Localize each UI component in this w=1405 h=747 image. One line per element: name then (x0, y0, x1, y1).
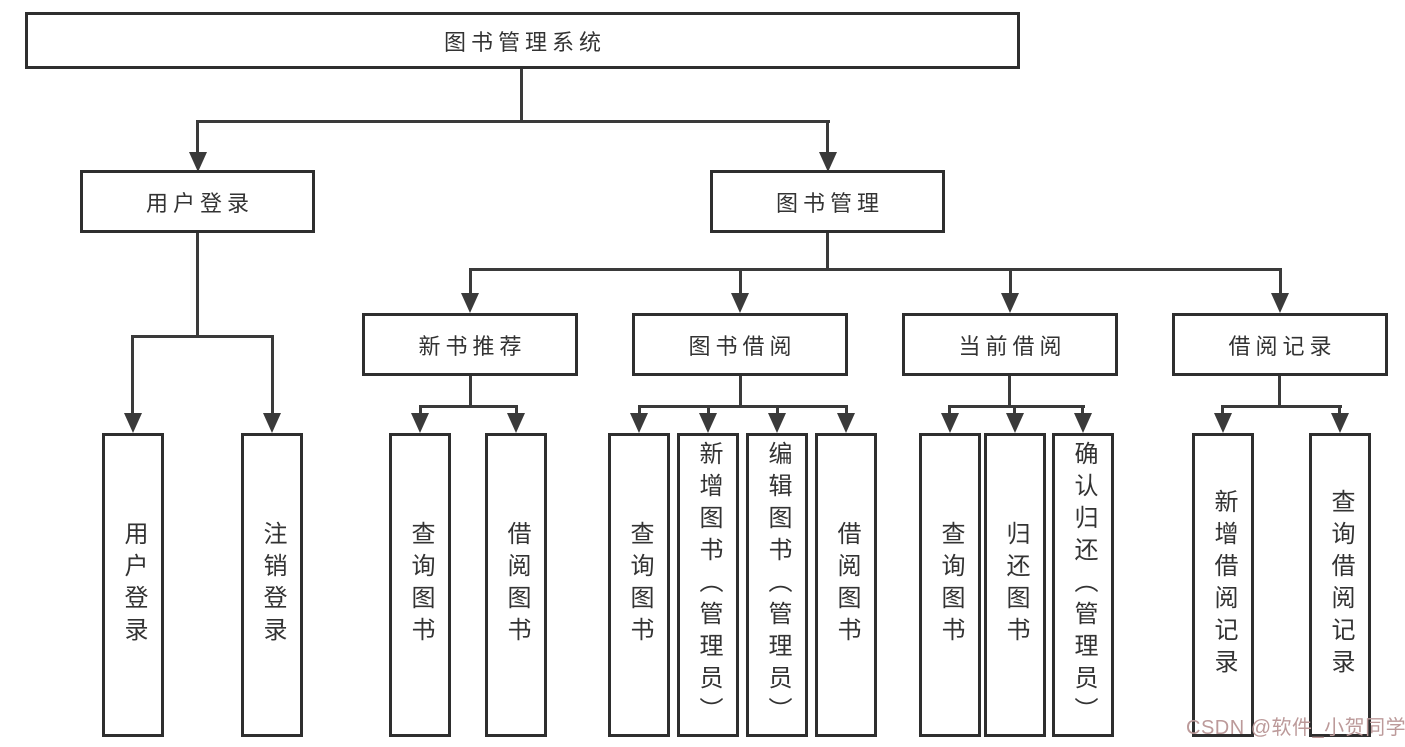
connector-line (826, 232, 829, 269)
connector-line (132, 335, 274, 338)
leaf-label: 归还图书 (1002, 521, 1029, 649)
leaf-confirm-return-admin: 确认归还（管理员） (1052, 433, 1114, 737)
leaf-label: 查询图书 (937, 521, 964, 649)
arrow-down-icon (1331, 413, 1349, 433)
connector-line (1008, 375, 1011, 407)
leaf-query-books-current: 查询图书 (919, 433, 981, 737)
leaf-logout: 注销登录 (241, 433, 303, 737)
connector-line (707, 405, 710, 419)
leaf-label: 借阅图书 (503, 521, 530, 649)
leaf-query-books-borrowing: 查询图书 (608, 433, 670, 737)
arrow-down-icon (630, 413, 648, 433)
node-library-management-system: 图书管理系统 (25, 12, 1020, 69)
node-user-login: 用户登录 (80, 170, 315, 233)
arrow-down-icon (941, 413, 959, 433)
node-label: 借阅记录 (1228, 333, 1337, 359)
connector-line (469, 375, 472, 407)
connector-line (1338, 405, 1341, 419)
node-label: 用户登录 (145, 190, 254, 216)
connector-line (196, 120, 199, 158)
connector-line (196, 120, 830, 123)
arrow-down-icon (411, 413, 429, 433)
leaf-label: 查询借阅记录 (1327, 489, 1354, 681)
node-label: 图书管理 (775, 190, 884, 216)
arrow-down-icon (124, 413, 142, 433)
node-book-borrowing: 图书借阅 (632, 313, 848, 376)
leaf-borrow-books-recommend: 借阅图书 (485, 433, 547, 737)
arrow-down-icon (1214, 413, 1232, 433)
arrow-down-icon (819, 152, 837, 172)
connector-line (638, 405, 641, 419)
connector-line (515, 405, 518, 419)
leaf-borrow-books: 借阅图书 (815, 433, 877, 737)
connector-line (520, 68, 523, 121)
leaf-query-borrow-record: 查询借阅记录 (1309, 433, 1371, 737)
node-label: 新书推荐 (418, 333, 527, 359)
connector-line (739, 268, 742, 299)
arrow-down-icon (263, 413, 281, 433)
node-book-management: 图书管理 (710, 170, 945, 233)
connector-line (1081, 405, 1084, 419)
leaf-label: 编辑图书（管理员） (764, 441, 791, 729)
leaf-query-books-recommend: 查询图书 (389, 433, 451, 737)
arrow-down-icon (507, 413, 525, 433)
arrow-down-icon (1006, 413, 1024, 433)
connector-line (1278, 375, 1281, 407)
connector-line (948, 405, 951, 419)
connector-line (271, 335, 274, 419)
arrow-down-icon (1271, 293, 1289, 313)
connector-line (638, 405, 848, 408)
leaf-label: 确认归还（管理员） (1070, 441, 1097, 729)
leaf-label: 查询图书 (626, 521, 653, 649)
arrow-down-icon (699, 413, 717, 433)
arrow-down-icon (837, 413, 855, 433)
arrow-down-icon (731, 293, 749, 313)
node-label: 图书借阅 (688, 333, 797, 359)
node-label: 当前借阅 (958, 333, 1067, 359)
connector-line (826, 120, 829, 158)
leaf-user-login: 用户登录 (102, 433, 164, 737)
connector-line (469, 268, 472, 299)
connector-line (1221, 405, 1342, 408)
connector-line (469, 268, 1282, 271)
connector-line (1221, 405, 1224, 419)
leaf-label: 新增图书（管理员） (695, 441, 722, 729)
leaf-label: 注销登录 (259, 521, 286, 649)
node-borrowing-records: 借阅记录 (1172, 313, 1388, 376)
leaf-edit-books-admin: 编辑图书（管理员） (746, 433, 808, 737)
connector-line (419, 405, 422, 419)
connector-line (419, 405, 518, 408)
leaf-label: 借阅图书 (833, 521, 860, 649)
connector-line (776, 405, 779, 419)
leaf-add-books-admin: 新增图书（管理员） (677, 433, 739, 737)
connector-line (1013, 405, 1016, 419)
connector-line (948, 405, 1085, 408)
arrow-down-icon (1001, 293, 1019, 313)
csdn-watermark: CSDN @软件_小贺同学 (1186, 717, 1405, 739)
connector-line (845, 405, 848, 419)
leaf-add-borrow-record: 新增借阅记录 (1192, 433, 1254, 737)
leaf-label: 新增借阅记录 (1210, 489, 1237, 681)
connector-line (739, 375, 742, 407)
arrow-down-icon (189, 152, 207, 172)
leaf-label: 查询图书 (407, 521, 434, 649)
connector-line (196, 232, 199, 336)
leaf-return-books: 归还图书 (984, 433, 1046, 737)
connector-line (1279, 268, 1282, 299)
node-label: 图书管理系统 (443, 29, 606, 55)
arrow-down-icon (1074, 413, 1092, 433)
leaf-label: 用户登录 (120, 521, 147, 649)
arrow-down-icon (461, 293, 479, 313)
node-current-borrowing: 当前借阅 (902, 313, 1118, 376)
connector-line (1009, 268, 1012, 299)
connector-line (131, 335, 134, 419)
node-new-book-recommend: 新书推荐 (362, 313, 578, 376)
arrow-down-icon (768, 413, 786, 433)
